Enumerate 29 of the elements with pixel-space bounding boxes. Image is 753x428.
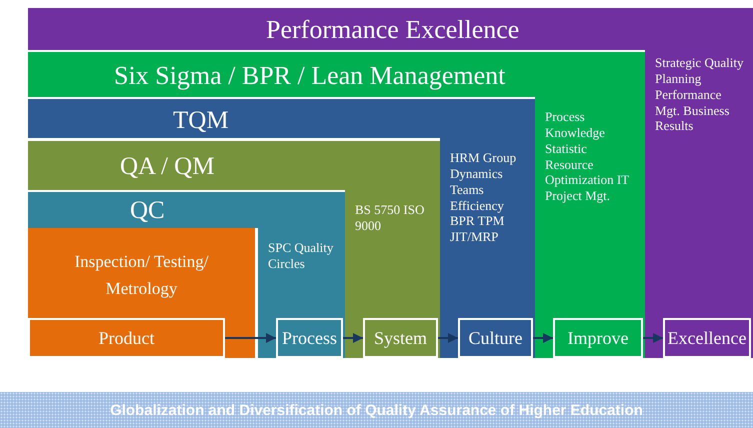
staircase-band-shape — [28, 192, 345, 358]
arrow — [533, 333, 553, 343]
band-heading: QC — [130, 198, 165, 223]
stage-box: Excellence — [663, 318, 751, 358]
stage-box: System — [363, 318, 438, 358]
stage-box: Culture — [458, 318, 533, 358]
staircase-band-shape — [28, 8, 753, 358]
stage-box: Improve — [553, 318, 643, 358]
caption-text: Globalization and Diversification of Quality Assurance of Higher Education — [110, 402, 643, 418]
band-heading: QA / QM — [120, 154, 214, 179]
arrow — [643, 333, 663, 343]
arrow — [225, 333, 276, 343]
staircase-band-shape — [28, 99, 535, 358]
column-text: Strategic Quality Planning Performance Mgt. Business Results — [655, 55, 744, 134]
staircase-band-shape — [28, 52, 645, 358]
staircase-block — [28, 228, 255, 358]
band-heading: TQM — [173, 108, 229, 133]
arrow — [438, 333, 458, 343]
band-heading: Six Sigma / BPR / Lean Management — [114, 63, 506, 89]
staircase-band-shape — [28, 141, 440, 358]
band-heading: Performance Excellence — [266, 17, 520, 43]
stage-box: Product — [28, 318, 225, 358]
arrow — [343, 333, 363, 343]
column-text: SPC Quality Circles — [268, 240, 334, 272]
column-text: HRM Group Dynamics Teams Efficiency BPR TPM JIT/MRP — [450, 150, 518, 246]
column-text: BS 5750 ISO 9000 — [355, 202, 426, 234]
stage-box: Process — [276, 318, 343, 358]
column-text: Process Knowledge Statistic Resource Optimization IT Project Mgt. — [545, 109, 630, 204]
block-heading: Inspection/ Testing/ Metrology — [73, 251, 210, 300]
